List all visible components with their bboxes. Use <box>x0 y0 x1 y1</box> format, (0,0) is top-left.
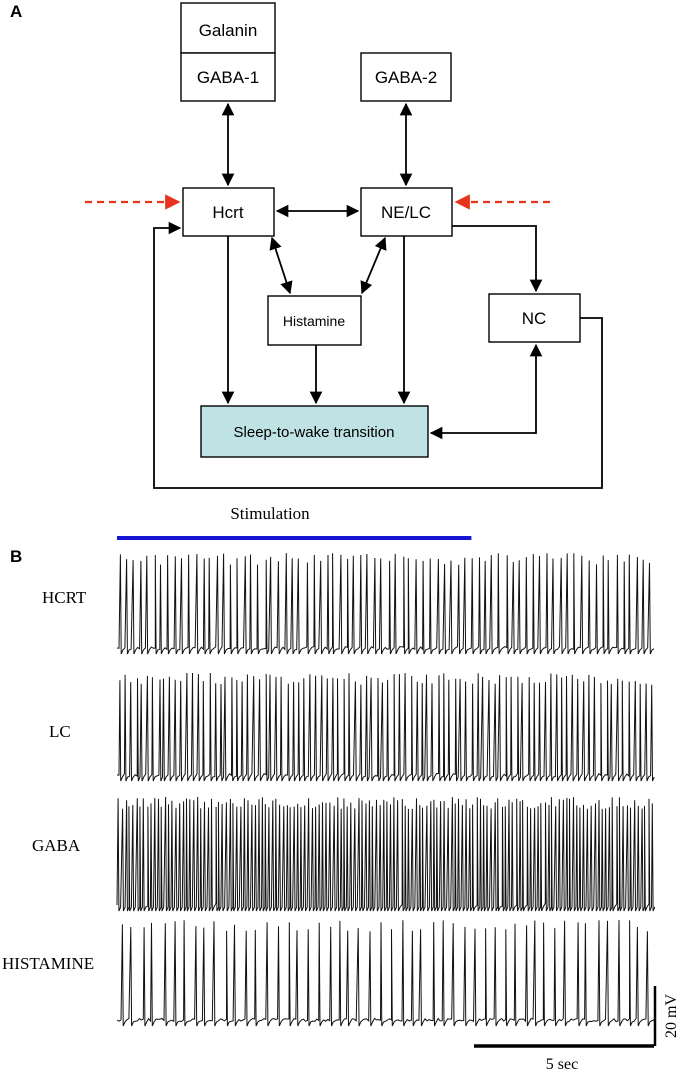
nc-label: NC <box>522 309 547 328</box>
arrow-hcrt-histamine <box>269 236 293 295</box>
arrow-nelc-nc <box>452 225 543 293</box>
hcrt-label: Hcrt <box>212 203 243 222</box>
trace-hcrt <box>116 553 655 655</box>
arrow-sleep-nc <box>429 343 543 440</box>
trace-label-gaba: GABA <box>32 836 81 855</box>
panel-b-label: B <box>10 547 22 566</box>
galanin-box <box>180 2 276 54</box>
arrow-nelc-histamine <box>360 236 387 295</box>
arrow-nc-feedback-hcrt <box>153 221 603 489</box>
histamine-label: Histamine <box>283 313 345 329</box>
nelc-label: NE/LC <box>381 203 431 222</box>
trace-gaba <box>116 796 656 912</box>
voltage-scale-label: 20 mV <box>663 994 680 1038</box>
gaba-1-box <box>180 52 276 102</box>
gaba-1-label: GABA-1 <box>197 68 259 87</box>
sleep-to-wake-box <box>200 405 429 458</box>
gaba-2-box <box>360 52 452 102</box>
trace-label-histamine: HISTAMINE <box>2 954 94 973</box>
galanin-label: Galanin <box>199 21 258 40</box>
trace-label-hcrt: HCRT <box>42 588 87 607</box>
histamine-box <box>267 295 362 346</box>
trace-label-lc: LC <box>49 722 71 741</box>
nelc-box <box>360 187 453 237</box>
trace-lc <box>116 672 655 782</box>
trace-histamine <box>116 919 655 1027</box>
panel-b: B Stimulation HCRT LC GABA HISTAMINE 5 s… <box>2 504 680 1073</box>
hcrt-box <box>182 187 275 237</box>
nc-box <box>488 293 581 343</box>
panel-a: A Galanin GABA-1 GABA-2 Hcrt NE/LC Hista… <box>10 2 603 489</box>
stimulation-label: Stimulation <box>230 504 310 523</box>
sleep-to-wake-label: Sleep-to-wake transition <box>234 424 395 441</box>
panel-a-label: A <box>10 2 22 21</box>
time-scale-label: 5 sec <box>546 1056 578 1073</box>
gaba-2-label: GABA-2 <box>375 68 437 87</box>
